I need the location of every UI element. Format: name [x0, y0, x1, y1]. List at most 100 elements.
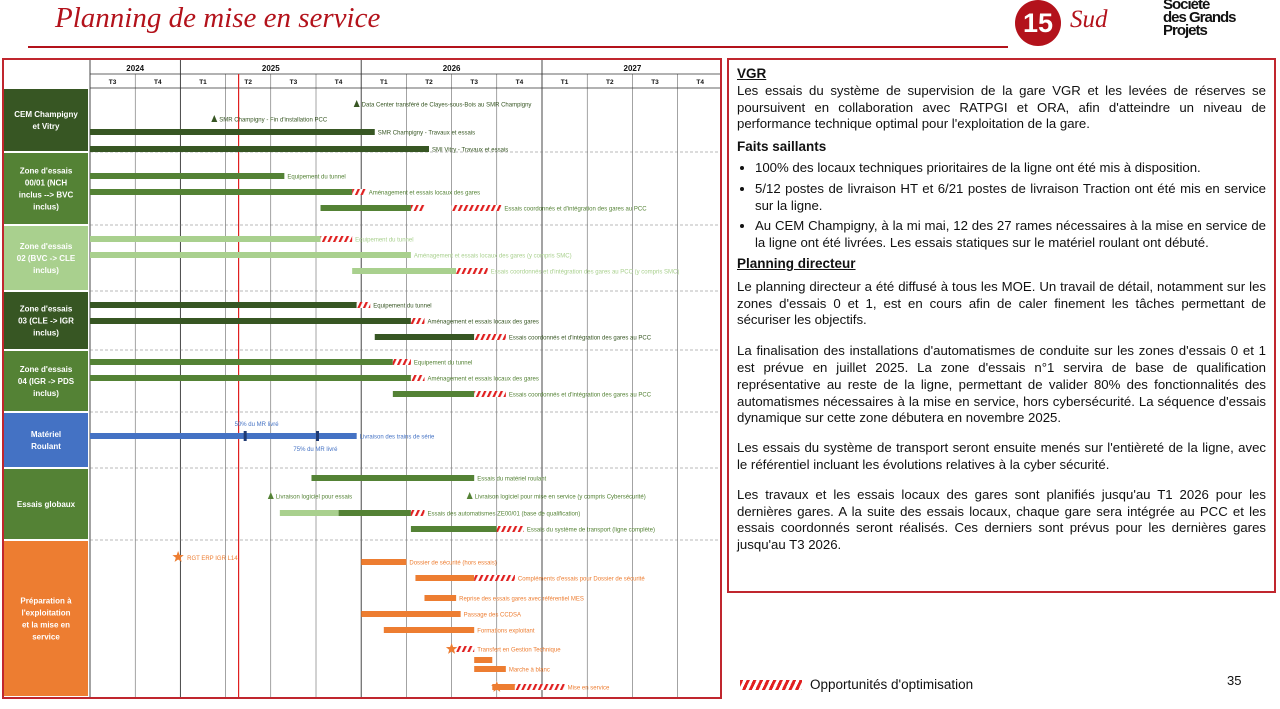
quarter-label: T4 — [696, 79, 704, 86]
planning-heading: Planning directeur — [737, 255, 856, 271]
title-divider — [28, 46, 1008, 48]
section-header — [4, 153, 88, 224]
task-bar — [90, 375, 411, 381]
task-bar — [429, 611, 461, 617]
hatch-legend-swatch — [740, 679, 802, 690]
optimisation-hatch — [320, 236, 353, 242]
optimisation-hatch — [410, 375, 425, 381]
year-label: 2024 — [126, 64, 144, 73]
star-milestone-icon — [491, 681, 503, 692]
optimisation-hatch — [474, 334, 506, 340]
task-label: 75% du MR livré — [293, 447, 338, 453]
task-label: Equipement du tunnel — [355, 238, 413, 244]
section-label: et la mise en — [22, 621, 70, 630]
section-header — [4, 226, 88, 290]
list-item: 100% des locaux techniques prioritaires … — [755, 160, 1266, 177]
quarter-label: T1 — [199, 79, 207, 86]
task-label: Compléments d'essais pour Dossier de séc… — [518, 577, 646, 583]
section-label: et Vitry — [33, 122, 61, 131]
page-number: 35 — [1227, 673, 1242, 688]
optimisation-hatch — [456, 646, 475, 652]
optimisation-hatch — [456, 268, 488, 274]
year-label: 2025 — [262, 64, 280, 73]
task-bar — [90, 129, 375, 135]
faits-heading: Faits saillants — [737, 139, 827, 155]
quarter-label: T3 — [109, 79, 117, 86]
task-bar — [474, 666, 506, 672]
optimisation-hatch — [410, 205, 425, 211]
task-label: Reprise des essais gares avec référentie… — [459, 597, 584, 603]
quarter-label: T2 — [244, 79, 252, 86]
optimisation-hatch — [356, 302, 371, 308]
mr-marker — [243, 431, 247, 441]
task-label: Aménagement et essais locaux des gares — [427, 377, 538, 383]
vgr-heading: VGR — [737, 66, 767, 81]
quarter-label: T3 — [470, 79, 478, 86]
task-bar — [374, 334, 475, 340]
task-bar — [279, 510, 339, 516]
section-label: Zone d'essais — [20, 305, 73, 314]
optimisation-hatch — [410, 318, 425, 324]
section-label: inclus) — [33, 389, 59, 398]
section-label: Préparation à — [20, 597, 72, 606]
task-bar — [90, 146, 429, 152]
task-bar — [90, 318, 411, 324]
section-label: Roulant — [31, 442, 61, 451]
task-label: Essais coordonnés et d'intégration des g… — [509, 336, 652, 342]
task-label: Essais du matériel roulant — [477, 477, 546, 483]
task-bar — [383, 627, 475, 633]
task-label: Aménagement et essais locaux des gares (… — [414, 254, 572, 260]
optimisation-hatch — [352, 189, 366, 195]
quarter-label: T4 — [154, 79, 162, 86]
task-label: Equipement du tunnel — [414, 361, 472, 367]
task-label: Formations exploitant — [477, 629, 535, 635]
legend-label: Opportunités d'optimisation — [810, 677, 974, 692]
section-label: Zone d'essais — [20, 365, 73, 374]
task-label: Essais du système de transport (ligne co… — [527, 528, 655, 534]
task-bar — [90, 173, 285, 179]
sgp-logo: Société des Grands Projets — [1163, 0, 1237, 39]
year-label: 2027 — [624, 64, 642, 73]
task-label: Dossier de sécurité (hors essais) — [409, 561, 496, 567]
task-label: SMR Champigny - Fin d'installation PCC — [219, 118, 328, 124]
task-bar — [415, 575, 475, 581]
task-bar — [320, 205, 411, 211]
star-milestone-icon — [445, 643, 458, 654]
quarter-label: T2 — [425, 79, 433, 86]
milestone-icon — [267, 492, 274, 499]
section-header — [4, 292, 88, 349]
section-label: inclus) — [33, 203, 59, 212]
section-label: Matériel — [31, 430, 61, 439]
task-label: Livraison logiciel pour mise en service … — [475, 495, 646, 501]
task-bar — [90, 433, 357, 439]
task-label: 50% du MR livré — [235, 422, 280, 428]
section-label: inclus --> BVC — [19, 191, 74, 200]
task-label: Data Center transféré de Clayes-sous-Boi… — [362, 103, 532, 109]
task-label: Passage des CCDSA — [464, 613, 521, 619]
optimisation-hatch — [474, 575, 515, 581]
section-header — [4, 89, 88, 151]
quarter-label: T3 — [651, 79, 659, 86]
quarter-label: T3 — [290, 79, 298, 86]
star-milestone-icon — [172, 551, 184, 562]
optimisation-hatch — [392, 359, 411, 365]
quarter-label: T1 — [561, 79, 569, 86]
milestone-icon — [466, 492, 473, 499]
vgr-text: Les essais du système de supervision de … — [737, 82, 1266, 132]
task-bar — [90, 236, 321, 242]
section-header — [4, 351, 88, 411]
task-label: Essais coordonnés et d'intégration des g… — [491, 270, 680, 276]
task-bar — [410, 526, 497, 532]
task-label: Equipement du tunnel — [373, 304, 431, 310]
planning-para: Les essais du système de transport seron… — [737, 440, 1266, 472]
task-label: Essais coordonnés et d'intégration des g… — [504, 207, 647, 213]
optimisation-hatch — [410, 510, 425, 516]
section-label: 02 (BVC -> CLE — [17, 254, 76, 263]
task-bar — [392, 391, 475, 397]
task-bar — [361, 559, 407, 565]
task-label: Transfert en Gestion Technique — [477, 648, 561, 654]
task-label: Aménagement et essais locaux des gares — [369, 191, 480, 197]
task-bar — [90, 302, 357, 308]
